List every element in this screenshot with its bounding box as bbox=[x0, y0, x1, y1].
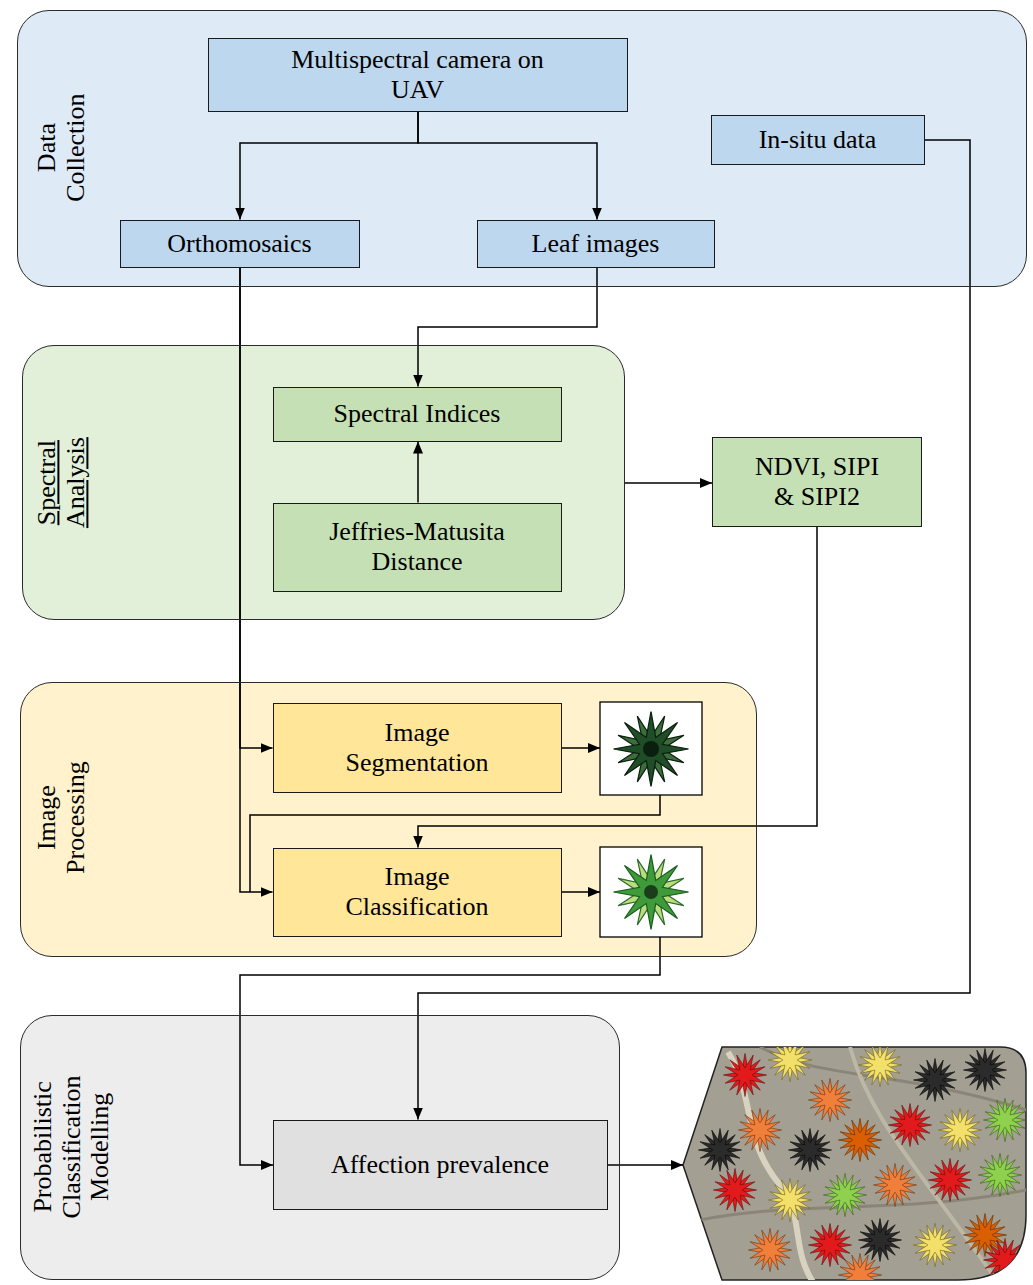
process-box: Image Segmentation bbox=[273, 703, 562, 793]
stage-band: Data Collection Multispectral camera on U… bbox=[17, 10, 1027, 287]
flow-wire bbox=[562, 891, 600, 893]
process-box: Multispectral camera on UAV bbox=[208, 38, 628, 112]
palm-icon bbox=[873, 1163, 916, 1206]
palm-icon bbox=[858, 1218, 901, 1261]
stage-heading: Probabilistic Classification Modelling bbox=[29, 1056, 115, 1236]
flow-wire bbox=[240, 937, 660, 1165]
box-label: Multispectral camera on UAV bbox=[278, 45, 558, 105]
palm-icon bbox=[938, 1108, 981, 1151]
palm-icon bbox=[823, 1173, 866, 1216]
process-box: Spectral Indices bbox=[273, 387, 562, 442]
segmentation-thumbnail bbox=[600, 702, 702, 795]
palm-icon bbox=[983, 1098, 1026, 1141]
box-label: Affection prevalence bbox=[331, 1150, 549, 1180]
palm-icon bbox=[768, 1038, 811, 1081]
palm-icon bbox=[614, 855, 689, 930]
palm-core bbox=[643, 741, 659, 757]
stage-heading: Spectral Analysis bbox=[33, 413, 90, 553]
box-label: In-situ data bbox=[759, 125, 877, 155]
box-label: NDVI, SIPI & SIPI2 bbox=[747, 452, 887, 512]
map-content bbox=[698, 1038, 1026, 1285]
palm-icon bbox=[768, 1178, 811, 1221]
palm-icon bbox=[963, 1048, 1006, 1091]
band-ground bbox=[18, 11, 1027, 287]
palm-icon bbox=[808, 1078, 851, 1121]
palm-icon bbox=[913, 1058, 956, 1101]
box-label: Leaf images bbox=[532, 229, 660, 259]
palm-icon bbox=[614, 712, 689, 787]
stage-band: Probabilistic Classification ModellingAf… bbox=[20, 1015, 620, 1280]
map-outline bbox=[683, 1047, 1026, 1280]
palm-icon bbox=[698, 1128, 741, 1171]
stage-band: Spectral Analysis Spectral IndicesJeffrie… bbox=[22, 345, 625, 620]
palm-icon bbox=[713, 1168, 756, 1211]
process-box: Jeffries-Matusita Distance bbox=[273, 503, 562, 592]
box-label: Image Classification bbox=[317, 862, 517, 922]
palm-icon bbox=[738, 1108, 781, 1151]
flow-wire bbox=[250, 795, 660, 892]
flow-arrow bbox=[625, 482, 712, 484]
box-label: Orthomosaics bbox=[167, 229, 311, 259]
palm-icon bbox=[723, 1053, 766, 1096]
stage-heading: Data Collection bbox=[33, 73, 90, 223]
band-ground bbox=[21, 683, 757, 957]
thumbnail-frame bbox=[600, 702, 702, 795]
stage-band: Image Processing Image SegmentationImage … bbox=[20, 682, 757, 957]
box-label: Spectral Indices bbox=[334, 399, 501, 429]
flow-wires bbox=[240, 748, 683, 1165]
process-box: NDVI, SIPI & SIPI2 bbox=[712, 437, 922, 527]
flow-arrow bbox=[418, 527, 817, 848]
box-label: Image Segmentation bbox=[317, 718, 517, 778]
flow-wire bbox=[608, 1164, 683, 1166]
flow-arrow bbox=[418, 112, 597, 220]
prevalence-map bbox=[683, 1038, 1027, 1285]
palm-icon bbox=[983, 1238, 1026, 1281]
stage-heading: Image Processing bbox=[33, 738, 90, 898]
box-label: Jeffries-Matusita Distance bbox=[302, 517, 532, 577]
palm-core bbox=[644, 885, 658, 899]
palm-icon bbox=[913, 1223, 956, 1266]
flow-arrow bbox=[418, 268, 597, 387]
flow-arrow bbox=[240, 268, 273, 749]
band-ground bbox=[21, 1016, 620, 1280]
flow-arrow bbox=[240, 112, 418, 220]
palm-icon bbox=[788, 1128, 831, 1171]
band-ground bbox=[23, 346, 625, 620]
process-box: Affection prevalence bbox=[273, 1120, 608, 1210]
flow-arrow bbox=[417, 442, 419, 503]
palm-icon bbox=[928, 1158, 971, 1201]
flow-arrow bbox=[418, 140, 970, 1120]
palm-icon bbox=[978, 1153, 1021, 1196]
process-box: In-situ data bbox=[711, 115, 925, 165]
palm-icon bbox=[748, 1228, 791, 1271]
palm-icon bbox=[888, 1103, 931, 1146]
palm-icon bbox=[838, 1253, 881, 1285]
flow-wire bbox=[562, 747, 600, 749]
process-box: Image Classification bbox=[273, 848, 562, 937]
palm-icon bbox=[838, 1118, 881, 1161]
thumbnail-frame bbox=[600, 847, 702, 937]
flow-arrow bbox=[240, 268, 273, 893]
process-box: Orthomosaics bbox=[120, 220, 360, 268]
classification-thumbnail bbox=[600, 847, 702, 937]
process-box: Leaf images bbox=[477, 220, 715, 268]
palm-icon bbox=[858, 1043, 901, 1086]
